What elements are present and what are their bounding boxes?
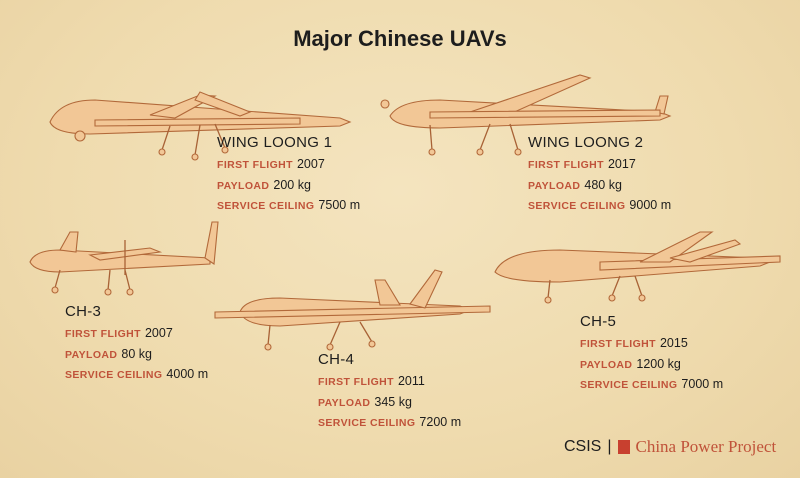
payload-label: PAYLOAD [580, 358, 633, 371]
uav-name: WING LOONG 2 [528, 134, 644, 151]
ceiling-value: 7000 m [681, 377, 724, 391]
csis-logo-text: CSIS [564, 438, 602, 455]
uav-name: CH-5 [580, 313, 617, 330]
ceiling-value: 7500 m [318, 198, 361, 212]
first-flight-value: 2007 [296, 157, 325, 171]
ch-3-illustration [29, 221, 219, 296]
separator: | [607, 438, 612, 455]
ceiling-value: 7200 m [419, 415, 462, 429]
first-flight-value: 2017 [607, 157, 636, 171]
uav-name: CH-4 [318, 351, 355, 368]
china-power-logo-icon [617, 440, 630, 454]
ceiling-label: SERVICE CEILING [528, 200, 626, 212]
ceiling-label: SERVICE CEILING [217, 200, 315, 212]
footer-credits: CSIS | China Power Project [564, 437, 776, 457]
ceiling-label: SERVICE CEILING [580, 379, 678, 391]
payload-label: PAYLOAD [528, 179, 581, 192]
payload-value: 200 kg [273, 177, 311, 192]
wing-loong-2-illustration [380, 74, 672, 156]
uav-name: CH-3 [65, 303, 102, 320]
first-flight-value: 2007 [144, 326, 173, 340]
ch-4-illustration [214, 269, 491, 351]
payload-label: PAYLOAD [217, 179, 270, 192]
payload-label: PAYLOAD [318, 396, 371, 409]
wing-loong-1-illustration [49, 91, 352, 161]
ceiling-value: 4000 m [166, 367, 209, 381]
payload-value: 480 kg [584, 177, 622, 192]
china-power-project-text: China Power Project [635, 437, 777, 456]
first-flight-label: FIRST FLIGHT [217, 159, 293, 171]
first-flight-label: FIRST FLIGHT [528, 159, 604, 171]
payload-label: PAYLOAD [65, 348, 118, 361]
first-flight-label: FIRST FLIGHT [65, 328, 141, 340]
ceiling-value: 9000 m [629, 198, 672, 212]
payload-value: 80 kg [121, 346, 152, 361]
ceiling-label: SERVICE CEILING [65, 369, 163, 381]
first-flight-value: 2015 [659, 336, 688, 350]
ch-5-illustration [494, 231, 781, 304]
payload-value: 345 kg [374, 394, 412, 409]
payload-value: 1200 kg [636, 356, 681, 371]
uav-name: WING LOONG 1 [217, 134, 333, 151]
ceiling-label: SERVICE CEILING [318, 417, 416, 429]
first-flight-label: FIRST FLIGHT [580, 338, 656, 350]
first-flight-value: 2011 [397, 374, 425, 388]
first-flight-label: FIRST FLIGHT [318, 376, 394, 388]
page-title: Major Chinese UAVs [293, 26, 507, 51]
